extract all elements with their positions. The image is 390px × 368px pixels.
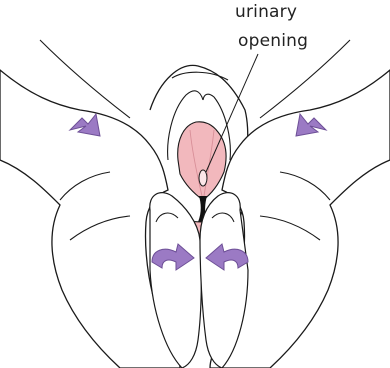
urinary-opening-label-line2: opening [238, 33, 308, 50]
vestibule-tissue [178, 122, 226, 200]
urinary-opening [199, 170, 207, 186]
urinary-opening-label-line1: urinary [235, 4, 297, 21]
outer-labia-top [172, 72, 228, 80]
